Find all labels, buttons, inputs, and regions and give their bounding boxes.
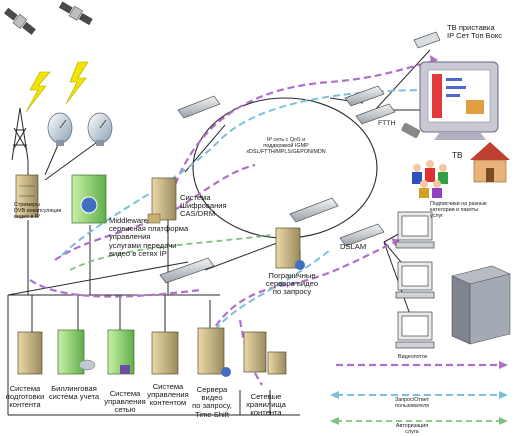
server-tower-icon	[15, 174, 305, 377]
legend-request-label: Запрос/Ответ пользователя	[394, 397, 430, 409]
request-flow-arcs	[61, 89, 431, 331]
office-building-icon	[451, 265, 511, 345]
content-prep-label: Система подготовки контента	[5, 384, 45, 410]
edge-vod-label: Пограничные сервера видео по запросу	[265, 271, 319, 297]
satellite-icon	[3, 1, 93, 35]
dslam-label: DSLAM	[340, 242, 367, 251]
legend-auth-label: Авторизация слуга	[395, 423, 429, 435]
house-icon	[470, 142, 510, 183]
middleware-label: Middleware сервисная платформа управлени…	[109, 216, 189, 258]
subscribers-label: Подписчики на разные категории и пакеты …	[430, 201, 487, 219]
television-icon	[401, 61, 499, 140]
ip-network-label: IP сеть с QoS и поддержкой IGMP xDSL/FTT…	[246, 137, 326, 155]
vod-servers-label: Сервера видео по запросу, Time Shift	[192, 385, 232, 419]
network-mgmt-label: Система управления сетью	[104, 389, 146, 415]
desktop-computer-icon	[395, 211, 435, 349]
antenna-tower-icon	[11, 107, 29, 161]
billing-label: Биллинговая система учета	[48, 384, 100, 402]
legend-arrows	[330, 361, 508, 425]
content-mgmt-label: Система управления контентом	[147, 382, 189, 408]
stb-label: ТВ приставка IP Сет Топ Бокс	[447, 23, 503, 41]
legend-video-label: Видеопоток	[398, 354, 428, 360]
satellite-dish-icon	[47, 112, 113, 146]
auth-flow-arcs	[69, 234, 271, 271]
network-switch-icon	[159, 31, 441, 284]
users-group-icon	[412, 160, 448, 198]
ftth-label: FTTH	[378, 120, 396, 127]
cas-label: Система Шифрования CAS/DRM	[180, 193, 227, 219]
storage-label: Сетевые хранилища контента	[246, 392, 286, 418]
tv-label: ТВ	[452, 151, 463, 160]
encoders-label: Стримеры DVB инкапсуляции видео в IP	[14, 202, 62, 220]
lightning-icon	[25, 61, 89, 113]
